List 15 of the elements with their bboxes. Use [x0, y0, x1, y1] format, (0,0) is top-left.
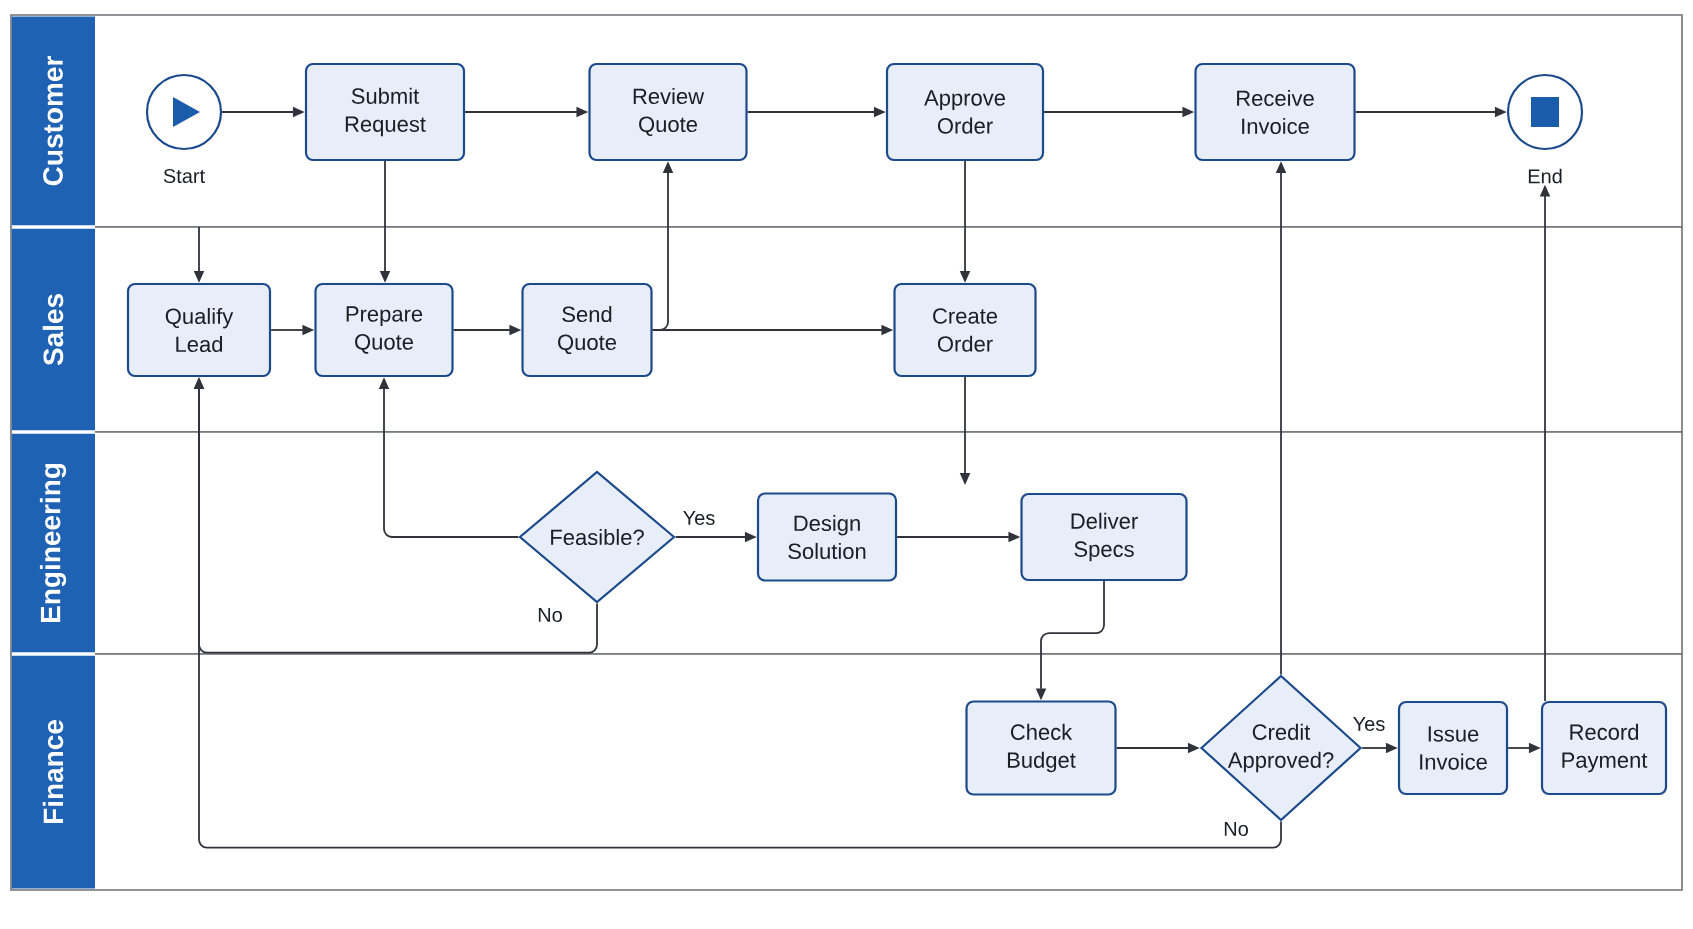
event-label: End	[1528, 168, 1562, 184]
process-box: Qualify Lead	[126, 282, 272, 378]
process-box: Check Budget	[965, 700, 1117, 796]
event-label: Start	[163, 168, 205, 184]
process-box: Review Quote	[588, 62, 748, 162]
process-box: Send Quote	[521, 282, 653, 378]
process-box: Record Payment	[1540, 700, 1668, 796]
process-box: Prepare Quote	[314, 282, 454, 378]
process-box: Receive Invoice	[1194, 62, 1356, 162]
process-box: Approve Order	[885, 62, 1045, 162]
process-box: Deliver Specs	[1020, 492, 1188, 582]
process-box: Design Solution	[756, 492, 898, 582]
process-box: Submit Request	[304, 62, 466, 162]
process-box: Create Order	[893, 282, 1037, 378]
process-box: Issue Invoice	[1397, 700, 1509, 796]
